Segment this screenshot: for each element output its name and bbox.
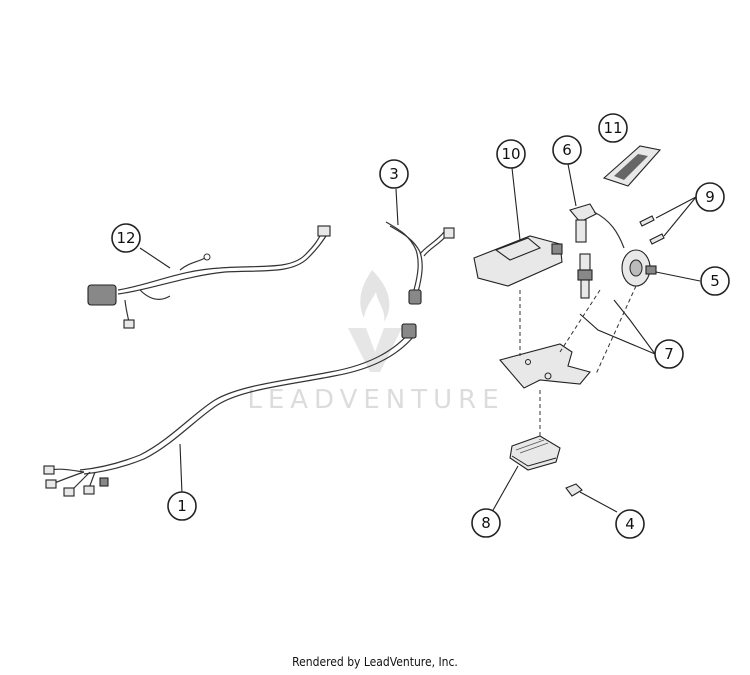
part-1-main-harness bbox=[43, 323, 417, 497]
callout-label: 12 bbox=[116, 229, 135, 247]
callout-label: 9 bbox=[705, 188, 715, 206]
callout-label: 6 bbox=[562, 141, 572, 159]
callout-label: 11 bbox=[603, 119, 622, 137]
callout-5: 5 bbox=[700, 266, 730, 296]
callout-label: 7 bbox=[664, 345, 674, 363]
part-8-regulator bbox=[509, 435, 561, 471]
callout-label: 3 bbox=[389, 165, 399, 183]
callout-8: 8 bbox=[471, 508, 501, 538]
callout-10: 10 bbox=[496, 139, 526, 169]
callout-label: 4 bbox=[625, 515, 635, 533]
callout-3: 3 bbox=[379, 159, 409, 189]
callout-label: 5 bbox=[710, 272, 720, 290]
callout-4: 4 bbox=[615, 509, 645, 539]
part-5-ignition-coil bbox=[621, 249, 657, 287]
part-3-sub-harness bbox=[385, 221, 455, 305]
part-6-spark-plug-cap bbox=[569, 203, 625, 249]
callout-label: 8 bbox=[481, 514, 491, 532]
callout-11: 11 bbox=[598, 113, 628, 143]
watermark-text: LEADVENTURE bbox=[247, 385, 504, 415]
part-4-clip bbox=[565, 483, 583, 497]
part-9-bolts bbox=[639, 215, 665, 245]
callout-6: 6 bbox=[552, 135, 582, 165]
callout-label: 1 bbox=[177, 497, 187, 515]
part-7-spark-plug bbox=[577, 253, 593, 299]
callout-9: 9 bbox=[695, 182, 725, 212]
callout-7: 7 bbox=[654, 339, 684, 369]
part-10-control-unit bbox=[473, 235, 563, 287]
leader-lines bbox=[139, 163, 701, 513]
leadventure-watermark: LEADVENTURE bbox=[247, 270, 504, 415]
callout-12: 12 bbox=[111, 223, 141, 253]
callout-label: 10 bbox=[501, 145, 520, 163]
callout-1: 1 bbox=[167, 491, 197, 521]
part-11-key-fob bbox=[602, 145, 662, 187]
footer-credit: Rendered by LeadVenture, Inc. bbox=[292, 655, 458, 669]
flame-logo-icon bbox=[348, 270, 402, 372]
mounting-bracket bbox=[499, 343, 591, 389]
assembly-lines bbox=[519, 285, 637, 440]
part-12-wiring-harness bbox=[87, 225, 331, 329]
